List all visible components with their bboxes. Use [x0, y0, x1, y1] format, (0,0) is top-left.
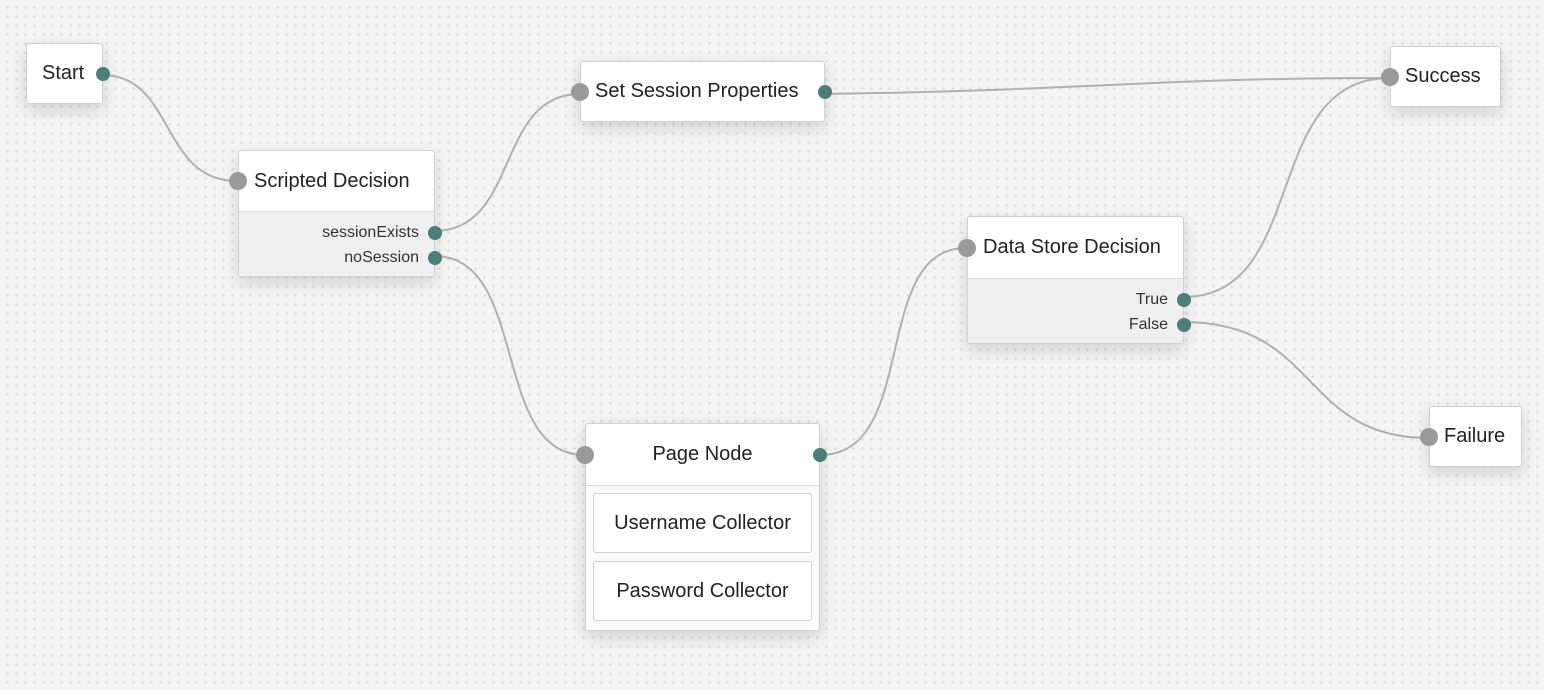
page-node[interactable]: Page Node Username Collector Password Co…	[576, 423, 827, 631]
set-session-properties-output-port[interactable]	[818, 84, 832, 99]
username-collector-node[interactable]: Username Collector	[593, 493, 812, 553]
start-node-label: Start	[42, 62, 85, 84]
failure-input-port[interactable]	[1420, 427, 1438, 446]
start-output-port[interactable]	[96, 66, 110, 81]
edge-false-to-failure	[1182, 321, 1430, 439]
page-node-input-port[interactable]	[576, 445, 594, 464]
outcome-no-session: noSession	[239, 245, 442, 270]
edge-page-node-to-data-store-decision	[819, 247, 967, 456]
edge-true-to-success	[1182, 77, 1391, 298]
data-store-decision-label: Data Store Decision	[983, 236, 1161, 258]
no-session-output-port[interactable]	[428, 250, 442, 265]
success-node-label: Success	[1405, 65, 1481, 87]
edge-set-session-properties-to-success	[823, 77, 1391, 95]
outcome-false: False	[968, 312, 1191, 337]
failure-node-label: Failure	[1444, 425, 1506, 447]
set-session-properties-label: Set Session Properties	[595, 80, 799, 102]
failure-node[interactable]: Failure	[1420, 406, 1522, 467]
success-node[interactable]: Success	[1381, 46, 1501, 107]
edge-no-session-to-page-node	[433, 255, 586, 456]
outcome-session-exists-label: sessionExists	[322, 224, 419, 241]
true-output-port[interactable]	[1177, 292, 1191, 307]
page-node-output-port[interactable]	[813, 447, 827, 462]
session-exists-output-port[interactable]	[428, 225, 442, 240]
edge-start-to-scripted-decision	[101, 74, 238, 182]
outcome-true: True	[968, 287, 1191, 312]
outcome-no-session-label: noSession	[344, 249, 419, 266]
page-node-label: Page Node	[652, 443, 753, 465]
success-input-port[interactable]	[1381, 67, 1399, 86]
false-output-port[interactable]	[1177, 317, 1191, 332]
password-collector-node[interactable]: Password Collector	[593, 561, 812, 621]
password-collector-label: Password Collector	[616, 579, 789, 602]
edge-session-exists-to-set-session-properties	[433, 93, 581, 232]
data-store-decision-outcomes: True False	[968, 278, 1191, 343]
outcome-false-label: False	[1128, 316, 1168, 333]
data-store-decision-input-port[interactable]	[958, 238, 976, 257]
scripted-decision-input-port[interactable]	[229, 172, 247, 190]
data-store-decision-node[interactable]: Data Store Decision True False	[958, 216, 1191, 344]
scripted-decision-node[interactable]: Scripted Decision sessionExists noSessio…	[229, 150, 442, 277]
page-node-children: Username Collector Password Collector	[586, 485, 819, 628]
scripted-decision-label: Scripted Decision	[254, 169, 410, 192]
scripted-decision-outcomes: sessionExists noSession	[239, 211, 442, 276]
outcome-session-exists: sessionExists	[239, 220, 442, 245]
set-session-properties-input-port[interactable]	[571, 82, 589, 101]
outcome-true-label: True	[1135, 291, 1168, 308]
username-collector-label: Username Collector	[614, 511, 791, 534]
start-node[interactable]: Start	[26, 43, 110, 104]
set-session-properties-node[interactable]: Set Session Properties	[571, 61, 832, 122]
